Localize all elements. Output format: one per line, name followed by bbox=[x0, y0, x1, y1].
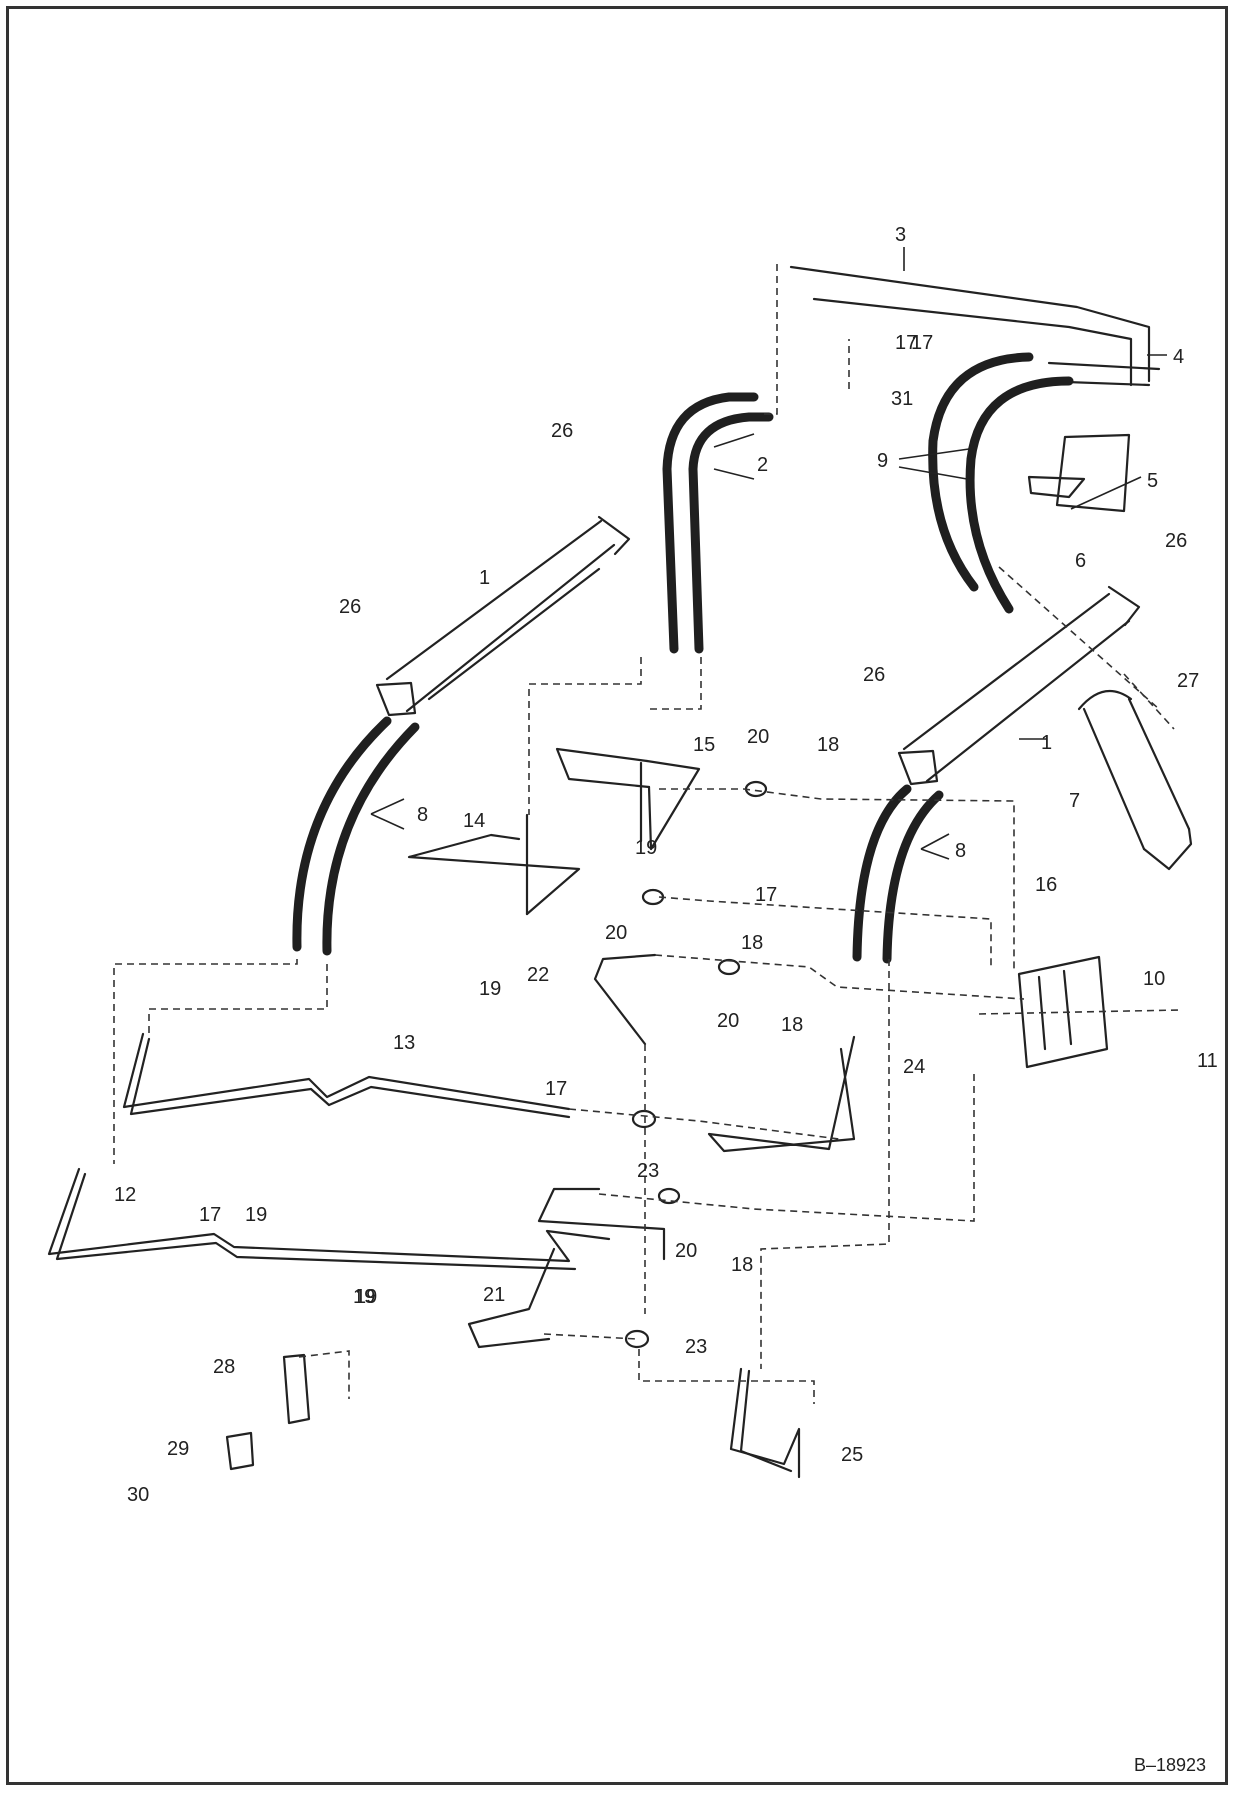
callout-17-d: 17 bbox=[199, 1204, 221, 1226]
cylinder-1-right bbox=[897, 585, 1141, 786]
callout-2: 2 bbox=[757, 454, 768, 476]
callout-15: 15 bbox=[693, 734, 715, 756]
callout-26-b: 26 bbox=[339, 596, 361, 618]
leader-lines bbox=[370, 247, 1167, 860]
tube-13 bbox=[122, 1032, 571, 1119]
callout-24: 24 bbox=[903, 1056, 925, 1078]
callout-8-left: 8 bbox=[417, 804, 428, 826]
callout-23-a: 23 bbox=[637, 1160, 659, 1182]
figure-reference: B–18923 bbox=[1134, 1755, 1206, 1775]
tube-3 bbox=[789, 265, 1151, 387]
callout-20-a: 20 bbox=[747, 726, 769, 748]
tube-25 bbox=[729, 1367, 801, 1479]
callout-19-c: 19 bbox=[245, 1204, 267, 1226]
callout-17-b: 17 bbox=[755, 884, 777, 906]
callout-5: 5 bbox=[1147, 470, 1158, 492]
callout-1-right: 1 bbox=[1041, 732, 1052, 754]
callout-30: 30 bbox=[127, 1484, 149, 1506]
callout-18-c: 18 bbox=[781, 1014, 803, 1036]
callout-19-e: 19 bbox=[353, 1286, 375, 1308]
tube-15 bbox=[555, 747, 701, 851]
callout-31: 31 bbox=[891, 388, 913, 410]
diagram-sheet: 1 1 2 3 4 5 6 7 8 8 9 10 11 12 13 14 15 … bbox=[6, 6, 1228, 1785]
cylinder-7 bbox=[1077, 689, 1193, 871]
callout-18-d: 18 bbox=[731, 1254, 753, 1276]
hose-9 bbox=[928, 352, 1074, 614]
callout-25: 25 bbox=[841, 1444, 863, 1466]
hose-2 bbox=[662, 392, 774, 654]
callout-14: 14 bbox=[463, 810, 485, 832]
callout-12: 12 bbox=[114, 1184, 136, 1206]
callout-20-b: 20 bbox=[605, 922, 627, 944]
tube-12 bbox=[47, 1167, 611, 1271]
callout-9: 9 bbox=[877, 450, 888, 472]
callout-17-e: 17 bbox=[895, 332, 917, 354]
bracket-29 bbox=[225, 1431, 255, 1471]
callout-labels: 1 1 2 3 4 5 6 7 8 8 9 10 11 12 13 14 15 … bbox=[114, 224, 1218, 1506]
tube-21 bbox=[467, 1187, 666, 1349]
callout-26-a: 26 bbox=[551, 420, 573, 442]
callout-29: 29 bbox=[167, 1438, 189, 1460]
hydraulic-parts-diagram: 1 1 2 3 4 5 6 7 8 8 9 10 11 12 13 14 15 … bbox=[47, 224, 1218, 1775]
callout-1-left: 1 bbox=[479, 567, 490, 589]
callout-13: 13 bbox=[393, 1032, 415, 1054]
tube-22 bbox=[593, 953, 657, 1046]
callout-27: 27 bbox=[1177, 670, 1199, 692]
callout-6: 6 bbox=[1075, 550, 1086, 572]
callout-18-b: 18 bbox=[741, 932, 763, 954]
callout-23-b: 23 bbox=[685, 1336, 707, 1358]
callout-28: 28 bbox=[213, 1356, 235, 1378]
callout-20-c: 20 bbox=[717, 1010, 739, 1032]
dashed-flow-lines bbox=[113, 264, 1180, 1404]
tube-24 bbox=[707, 1035, 856, 1153]
callout-7: 7 bbox=[1069, 790, 1080, 812]
callout-19-d: 19 bbox=[355, 1286, 377, 1308]
cylinder-1-left bbox=[375, 515, 631, 717]
callout-26-d: 26 bbox=[863, 664, 885, 686]
callout-16: 16 bbox=[1035, 874, 1057, 896]
callout-19-a: 19 bbox=[635, 837, 657, 859]
callout-19-b: 19 bbox=[479, 978, 501, 1000]
callout-8-right: 8 bbox=[955, 840, 966, 862]
callout-21: 21 bbox=[483, 1284, 505, 1306]
bracket-28 bbox=[282, 1353, 311, 1425]
callout-18-a: 18 bbox=[817, 734, 839, 756]
shield-5 bbox=[1027, 433, 1131, 513]
callout-4: 4 bbox=[1173, 346, 1184, 368]
hose-8-right bbox=[852, 784, 944, 964]
callout-11: 11 bbox=[1197, 1050, 1218, 1072]
fittings bbox=[624, 780, 768, 1349]
callout-20-d: 20 bbox=[675, 1240, 697, 1262]
callout-10: 10 bbox=[1143, 968, 1165, 990]
callout-17-c: 17 bbox=[545, 1078, 567, 1100]
callout-17-a: 17 bbox=[911, 332, 933, 354]
callout-26-c: 26 bbox=[1165, 530, 1187, 552]
callout-3: 3 bbox=[895, 224, 906, 246]
hose-8-left bbox=[292, 716, 420, 956]
callout-22: 22 bbox=[527, 964, 549, 986]
tube-14 bbox=[407, 813, 581, 916]
